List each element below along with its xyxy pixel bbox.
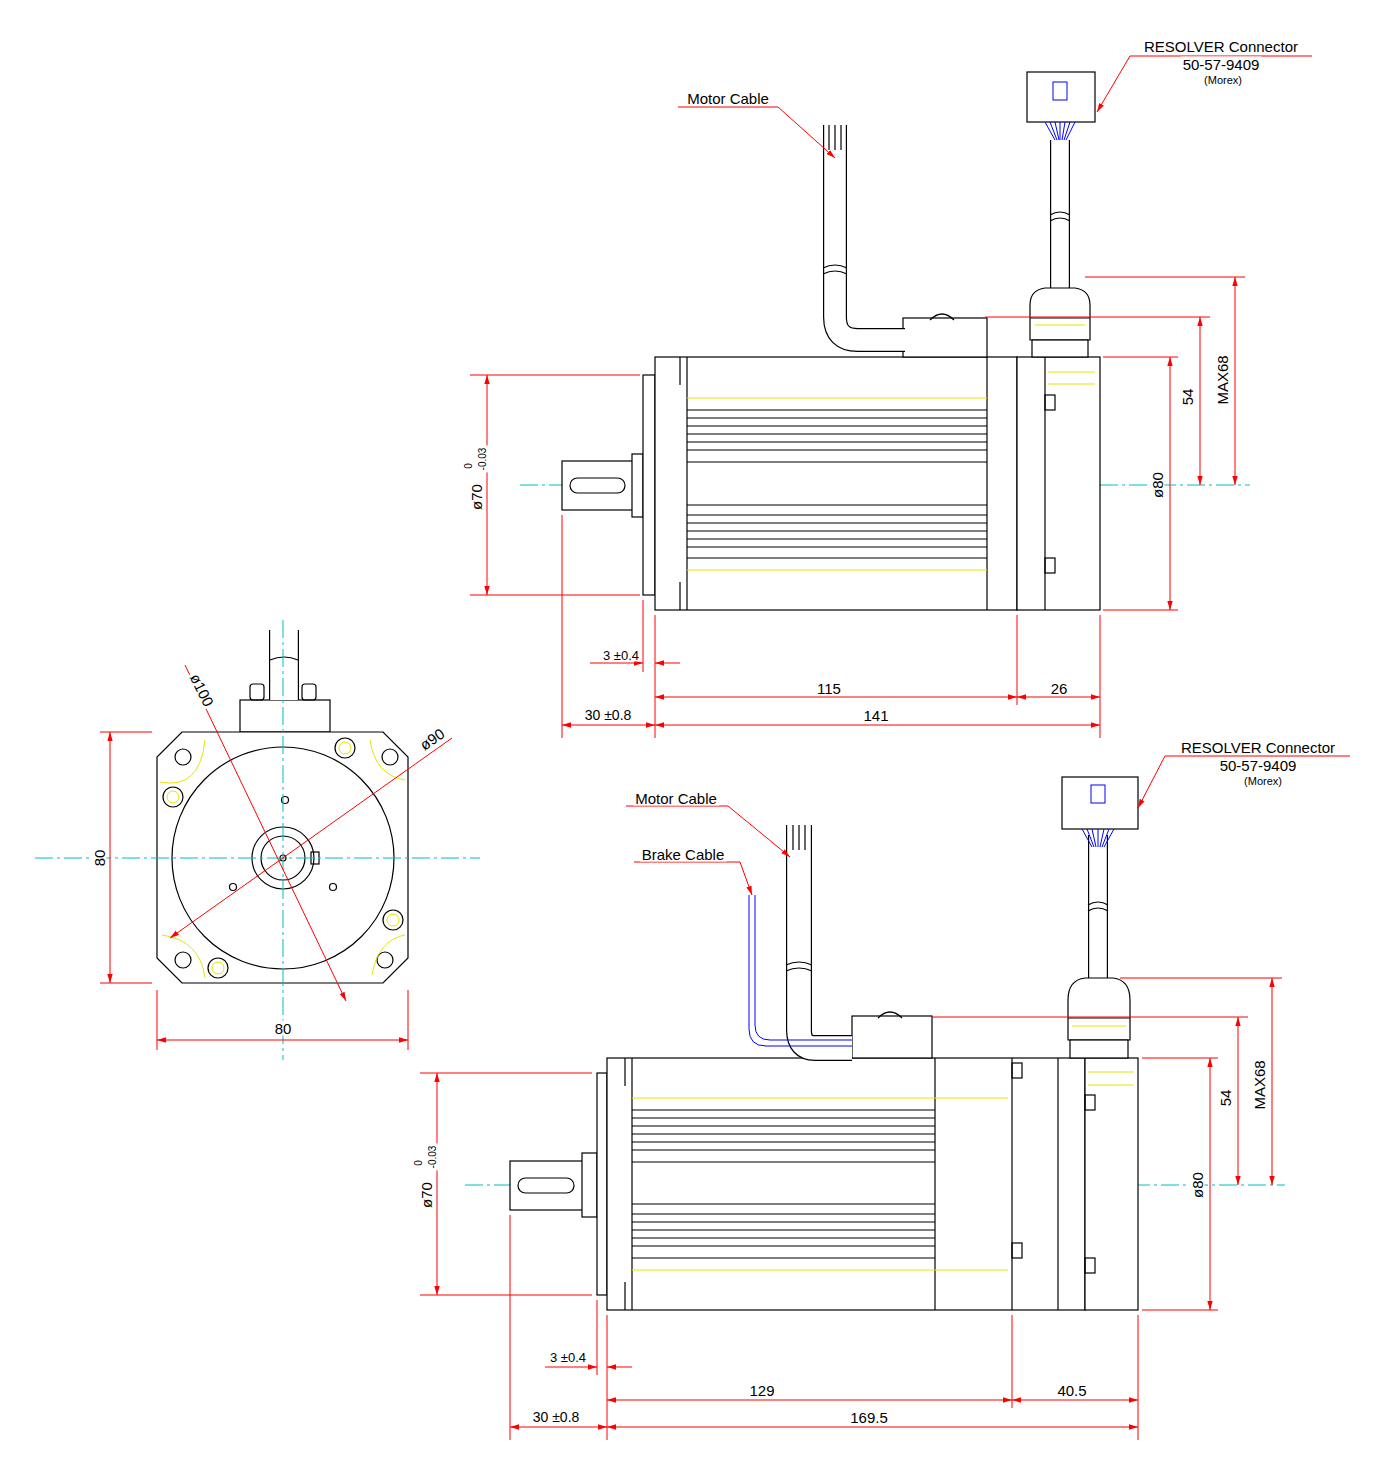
cable-callout: Motor Cable	[633, 791, 719, 806]
part-number: 50-57-9409	[1181, 57, 1262, 72]
dimension-label: ø80	[1150, 470, 1165, 500]
motor-brake-side-view	[420, 756, 1350, 1440]
motor-front-view	[35, 620, 480, 1060]
manufacturer-note: (Morex)	[1242, 776, 1284, 787]
dimension-label: ø90	[415, 724, 448, 753]
dimension-label: ø70	[469, 482, 484, 512]
tolerance-label: -0.03	[428, 1144, 438, 1171]
dimension-label: 54	[1180, 387, 1195, 408]
dimension-label: 3 ±0.4	[548, 1351, 588, 1364]
dimension-label: 169.5	[848, 1410, 890, 1425]
connector-callout: RESOLVER Connector	[1179, 740, 1337, 755]
part-number: 50-57-9409	[1218, 758, 1299, 773]
manufacturer-note: (Morex)	[1202, 75, 1244, 86]
dimension-label: 26	[1049, 681, 1070, 696]
dimension-label: 30 ±0.8	[583, 708, 634, 722]
dimension-label: 141	[861, 708, 890, 723]
dimension-label: ø70	[419, 1180, 434, 1210]
dimension-label: ø80	[1190, 1170, 1205, 1200]
dimension-label: 40.5	[1055, 1383, 1088, 1398]
motor-side-view	[470, 56, 1312, 738]
dimension-label: 129	[747, 1383, 776, 1398]
tolerance-label: -0.03	[478, 446, 488, 473]
cable-callout: Brake Cable	[640, 847, 727, 862]
dimension-label: 54	[1218, 1088, 1233, 1109]
dimension-label: 3 ±0.4	[601, 649, 641, 662]
connector-callout: RESOLVER Connector	[1142, 39, 1300, 54]
dimension-label: MAX68	[1215, 353, 1230, 406]
dimension-label: 30 ±0.8	[531, 1410, 582, 1424]
tolerance-label: 0	[414, 1158, 424, 1168]
dimension-label: ø100	[187, 670, 217, 711]
dimension-label: 80	[92, 848, 107, 869]
dimension-label: MAX68	[1252, 1058, 1267, 1111]
dimension-label: 80	[273, 1021, 294, 1036]
dimension-label: 115	[815, 681, 843, 696]
cable-callout: Motor Cable	[685, 91, 771, 106]
tolerance-label: 0	[464, 461, 474, 471]
